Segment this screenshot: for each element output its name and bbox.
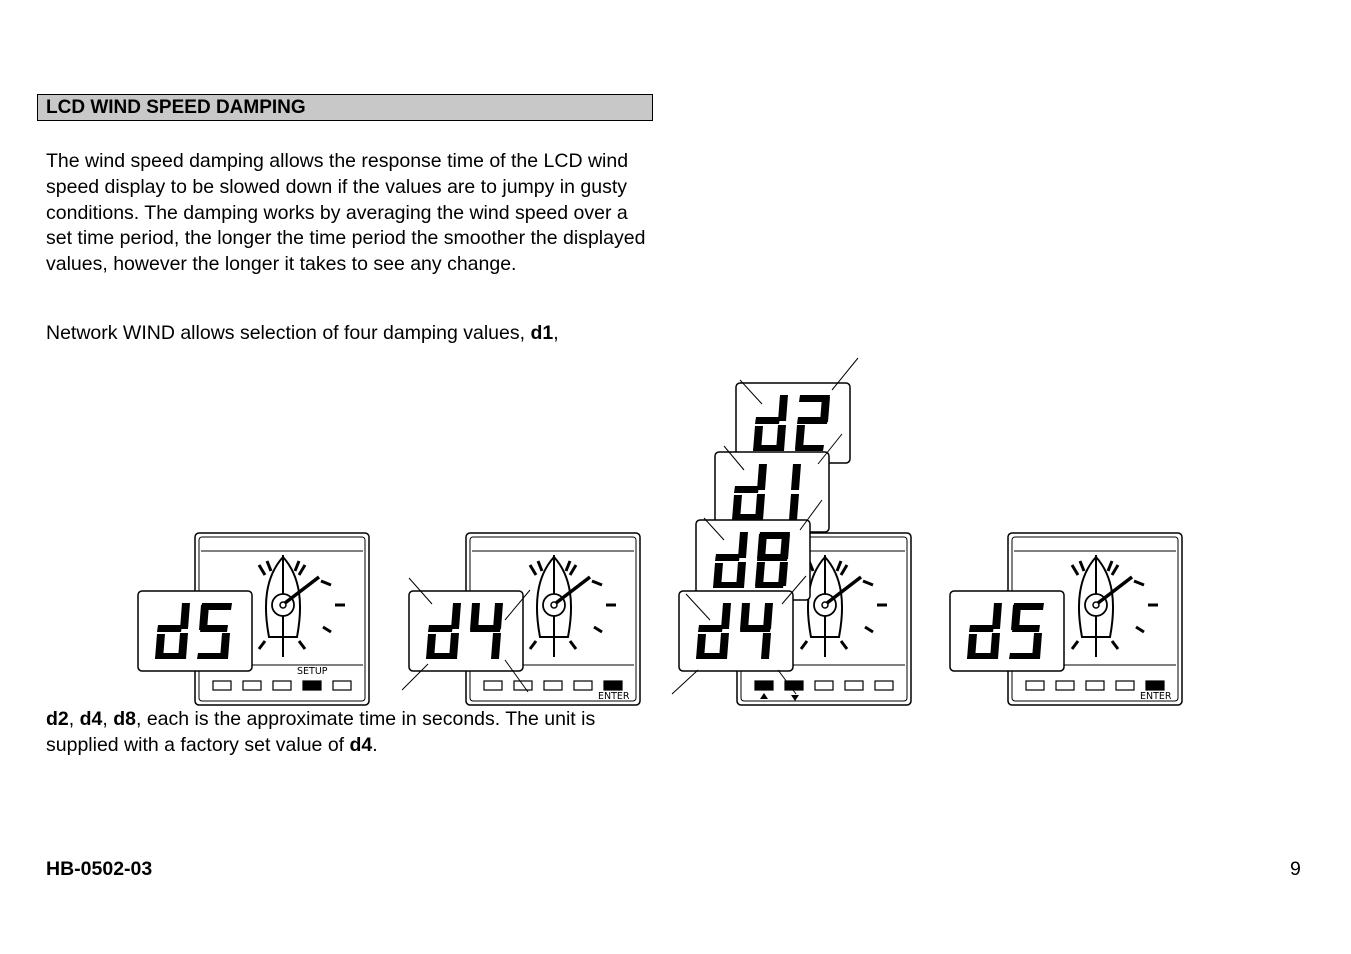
panel-2-flash-lines — [401, 577, 531, 693]
damping-values-paragraph: Network WIND allows selection of four da… — [46, 321, 646, 347]
panel-4: ENTER — [1006, 531, 1184, 707]
p2-text: Network WIND allows selection of four da… — [46, 322, 531, 344]
document-id: HB-0502-03 — [46, 858, 153, 880]
section-heading: LCD WIND SPEED DAMPING — [37, 94, 653, 121]
panel-1: SETUP — [193, 531, 371, 707]
factory-value-paragraph: d2, d4, d8, each is the approximate time… — [46, 707, 656, 759]
p3-text: , each is the approximate time in second… — [46, 708, 596, 756]
p2-bold-d1: d1 — [530, 322, 554, 344]
setup-button-label: SETUP — [297, 666, 328, 677]
panel-3-flash-lines — [671, 357, 859, 695]
p3-bold-d4-factory: d4 — [349, 733, 373, 756]
enter-button-label: ENTER — [598, 691, 630, 702]
panel-3-lcd-d4 — [678, 590, 794, 672]
p3-sep2: , — [102, 708, 114, 730]
intro-paragraph: The wind speed damping allows the respon… — [46, 150, 646, 276]
panel-3 — [735, 531, 913, 707]
p3-sep1: , — [68, 708, 80, 730]
enter-button-label: ENTER — [1140, 691, 1172, 702]
arrow-down-icon — [791, 695, 799, 701]
p3-bold-d4: d4 — [79, 708, 103, 730]
panel-2: ENTER — [464, 531, 642, 707]
page-number: 9 — [1290, 858, 1301, 880]
p3-end: . — [372, 733, 378, 756]
arrow-up-icon — [760, 693, 768, 699]
panel-1-lcd — [137, 590, 253, 672]
panel-2-lcd — [408, 590, 524, 672]
p3-bold-d2: d2 — [46, 708, 69, 730]
p3-bold-d8: d8 — [113, 708, 136, 730]
panel-3-lcd-d8 — [695, 519, 811, 601]
p2-end: , — [553, 322, 559, 344]
panel-4-lcd — [949, 590, 1065, 672]
